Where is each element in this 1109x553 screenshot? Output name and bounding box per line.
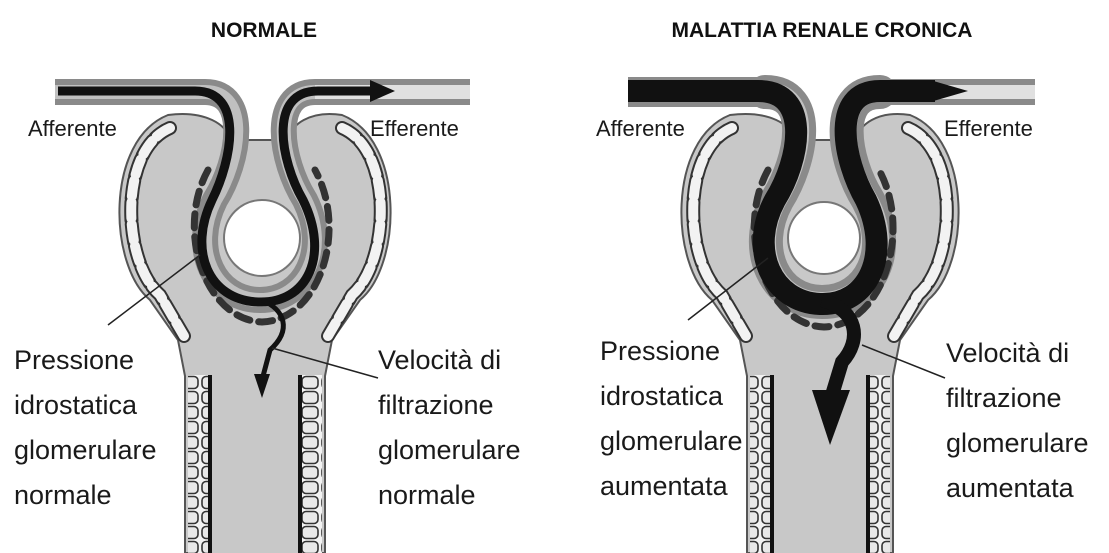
- gfr-label-line3: glomerulare: [378, 435, 521, 465]
- pressure-label-line3: glomerulare: [600, 426, 743, 456]
- tubule-cells-left: [750, 375, 770, 553]
- tubule-cells-left: [188, 375, 208, 553]
- gfr-label-line1: Velocità di: [946, 338, 1069, 368]
- pressure-label-line2: idrostatica: [600, 381, 724, 411]
- pressure-label-line2: idrostatica: [14, 390, 138, 420]
- panel-title: MALATTIA RENALE CRONICA: [672, 19, 973, 42]
- tubule-cells-right: [302, 375, 322, 553]
- efferent-label: Efferente: [370, 116, 459, 141]
- pressure-label-line4: aumentata: [600, 471, 729, 501]
- tubule-wall-right: [298, 375, 302, 553]
- tubule-wall-left: [208, 375, 212, 553]
- panel-title: NORMALE: [211, 19, 317, 42]
- tubule-wall-right: [866, 375, 870, 553]
- panel-malattia-renale-cronica: MALATTIA RENALE CRONICA Afferente Effere…: [596, 19, 1089, 553]
- pressure-label-line1: Pressione: [600, 336, 720, 366]
- tubule-lumen: [212, 375, 298, 553]
- tubule-cells-right: [870, 375, 890, 553]
- gfr-label-line1: Velocità di: [378, 345, 501, 375]
- panel-normale: NORMALE Afferente: [14, 19, 521, 553]
- pressure-label-line1: Pressione: [14, 345, 134, 375]
- gfr-label-line4: aumentata: [946, 473, 1075, 503]
- efferent-label: Efferente: [944, 116, 1033, 141]
- gfr-label-line2: filtrazione: [946, 383, 1062, 413]
- pressure-label-line4: normale: [14, 480, 112, 510]
- gfr-label-line3: glomerulare: [946, 428, 1089, 458]
- afferent-label: Afferente: [28, 116, 117, 141]
- tubule-wall-left: [770, 375, 774, 553]
- afferent-label: Afferente: [596, 116, 685, 141]
- glomerular-loop-space: [788, 202, 860, 274]
- glomerular-loop-space: [224, 200, 300, 276]
- gfr-label-line2: filtrazione: [378, 390, 494, 420]
- pressure-label-line3: glomerulare: [14, 435, 157, 465]
- gfr-label-line4: normale: [378, 480, 476, 510]
